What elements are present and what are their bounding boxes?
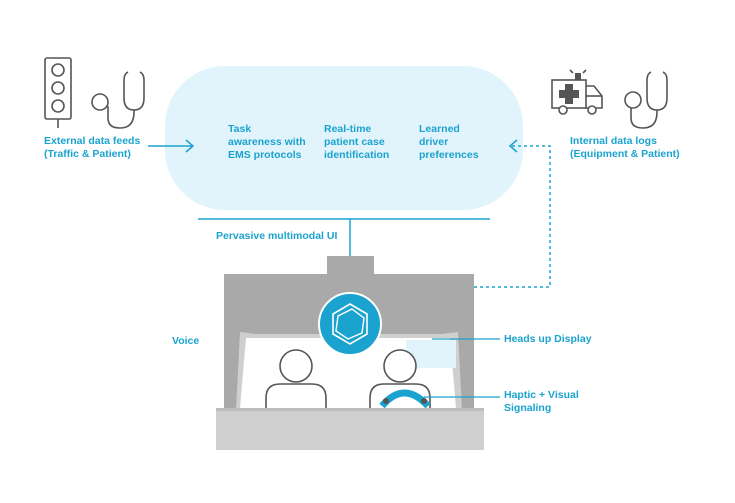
ambulance-icon	[551, 69, 603, 115]
dashboard	[216, 408, 484, 450]
vehicle-mirror	[327, 256, 374, 276]
internal-logs-label: Internal data logs (Equipment & Patient)	[570, 135, 680, 160]
cloud-item-task-awareness: Task awareness with EMS protocols	[228, 123, 306, 161]
external-feeds-label: External data feeds (Traffic & Patient)	[44, 135, 141, 160]
dashboard-top	[216, 408, 484, 411]
stethoscope-icon	[91, 71, 145, 129]
traffic-light-icon	[44, 57, 72, 128]
haptic-grip-left	[383, 398, 389, 404]
cloud-shape	[165, 66, 523, 210]
cloud-item-patient-case: Real-time patient case identification	[324, 123, 390, 161]
input-arrow-left	[148, 139, 195, 153]
hexagon-hub-icon	[318, 292, 382, 356]
voice-label: Voice	[172, 335, 200, 347]
pervasive-ui-label: Pervasive multimodal UI	[216, 230, 338, 242]
passenger-figure	[265, 349, 327, 410]
stethoscope-icon-right	[624, 71, 668, 129]
haptic-label: Haptic + Visual Signaling	[504, 389, 579, 414]
haptic-grip-right	[421, 398, 427, 404]
feedback-arrow-head	[508, 139, 518, 153]
vehicle	[216, 256, 484, 450]
hud-label: Heads up Display	[504, 333, 592, 345]
cloud-item-driver-preferences: Learned driver preferences	[419, 123, 479, 161]
feedback-arrow-dashed	[474, 145, 551, 288]
